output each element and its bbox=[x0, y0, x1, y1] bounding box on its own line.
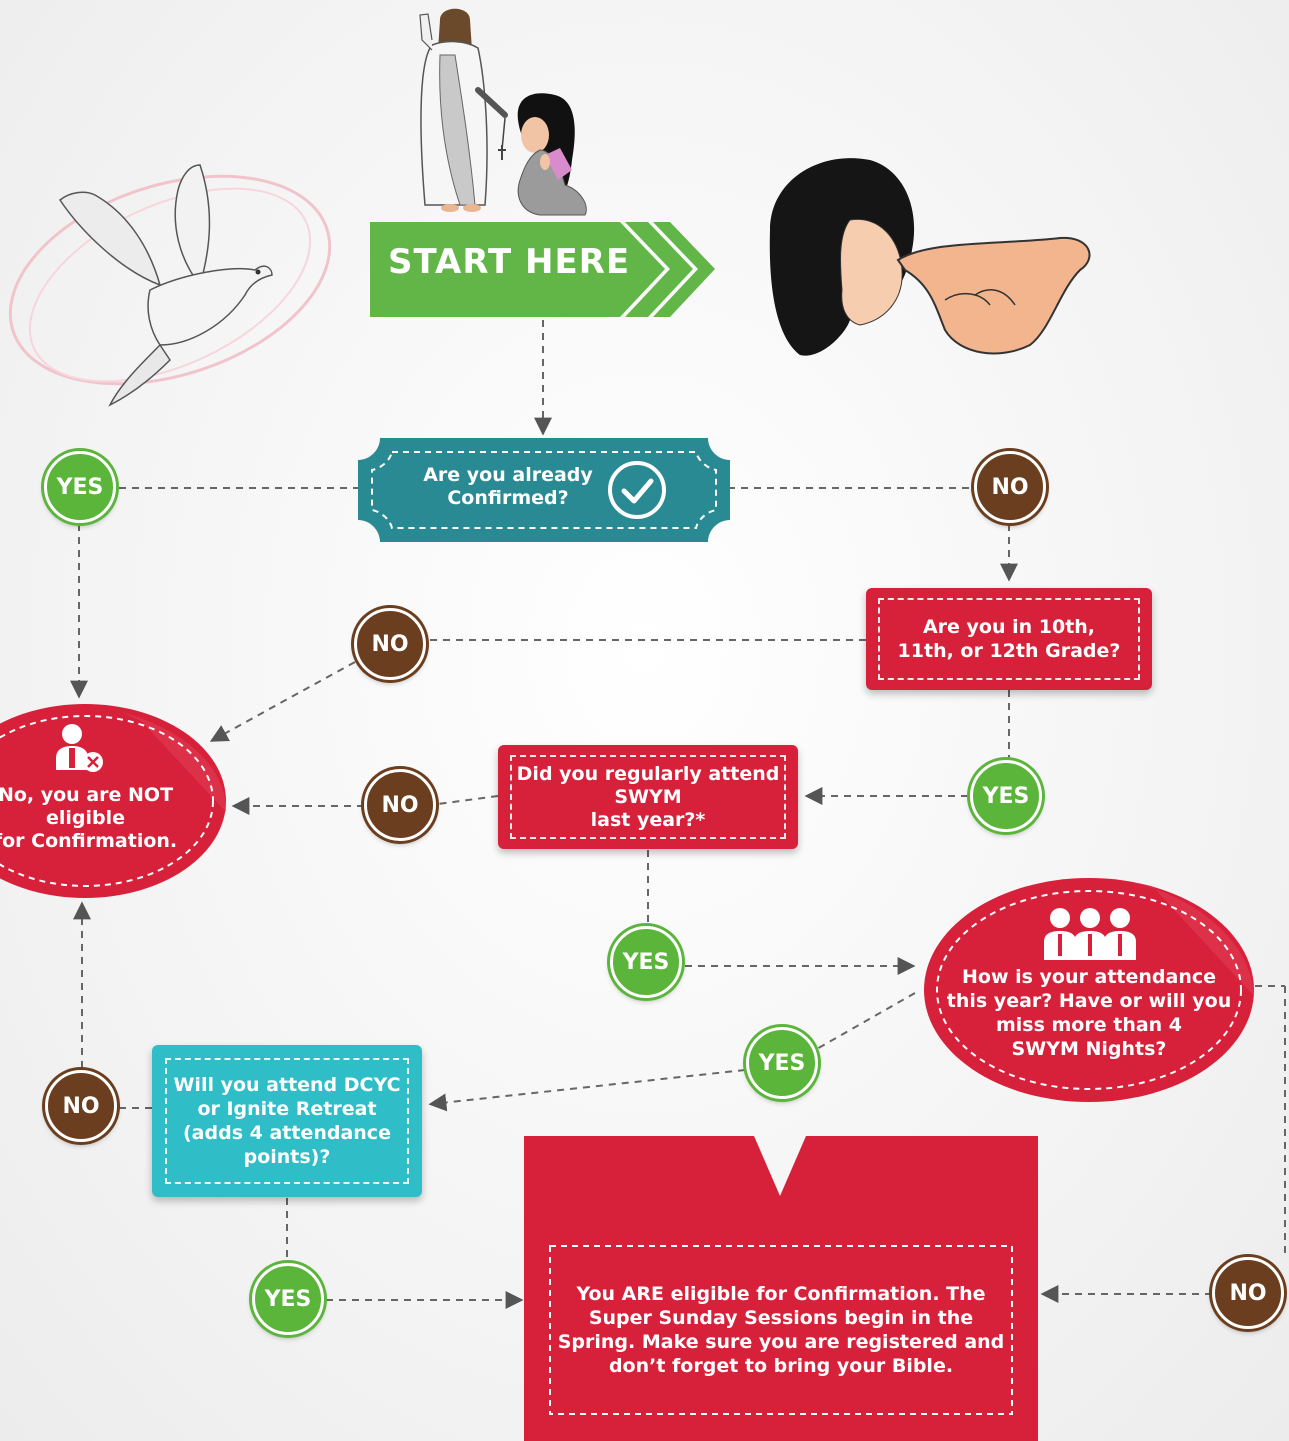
start-arrow-shape bbox=[370, 222, 715, 317]
question-swym-text: Did you regularly attend SWYM last year?… bbox=[516, 762, 780, 831]
badge-no-retreat[interactable]: NO bbox=[45, 1070, 117, 1142]
question-grade: Are you in 10th, 11th, or 12th Grade? bbox=[866, 588, 1152, 690]
badge-no-already-confirmed[interactable]: NO bbox=[974, 451, 1046, 523]
question-retreat: Will you attend DCYC or Ignite Retreat (… bbox=[152, 1045, 422, 1197]
check-circle-icon bbox=[608, 461, 666, 519]
group-icon bbox=[1044, 908, 1136, 960]
badge-yes-already-confirmed[interactable]: YES bbox=[44, 451, 116, 523]
badge-yes-attendance[interactable]: YES bbox=[746, 1027, 818, 1099]
result-eligible: You ARE eligible for Confirmation. The S… bbox=[524, 1136, 1038, 1441]
result-eligible-text: You ARE eligible for Confirmation. The S… bbox=[557, 1283, 1005, 1377]
question-attendance: How is your attendance this year? Have o… bbox=[922, 876, 1256, 1104]
badge-yes-swym[interactable]: YES bbox=[610, 926, 682, 998]
badge-yes-grade[interactable]: YES bbox=[970, 760, 1042, 832]
user-x-icon bbox=[56, 724, 103, 772]
connector-swym-to-no bbox=[437, 795, 499, 805]
connector-attendance-to-yes bbox=[814, 992, 916, 1051]
start-here-label: START HERE bbox=[388, 242, 631, 282]
start-here-arrow[interactable]: START HERE bbox=[370, 222, 715, 317]
result-not-eligible: No, you are NOT eligible for Confirmatio… bbox=[0, 702, 229, 900]
connector-yes-attendance-to-retreat bbox=[428, 1069, 746, 1112]
question-retreat-border bbox=[165, 1058, 409, 1184]
question-swym-border bbox=[510, 755, 786, 839]
badge-no-attendance[interactable]: NO bbox=[1212, 1257, 1284, 1329]
question-grade-border bbox=[878, 598, 1140, 680]
result-not-eligible-text: No, you are NOT eligible for Confirmatio… bbox=[0, 784, 178, 852]
question-already-confirmed-text: Are you already Confirmed? bbox=[423, 464, 593, 509]
badge-no-grade[interactable]: NO bbox=[354, 608, 426, 680]
connector-no-grade-to-noteligible bbox=[209, 661, 356, 742]
question-swym-last-year: Did you regularly attend SWYM last year?… bbox=[498, 745, 798, 849]
not-eligible-shape bbox=[0, 704, 227, 898]
eligible-shape bbox=[524, 1136, 1038, 1441]
question-retreat-text: Will you attend DCYC or Ignite Retreat (… bbox=[173, 1074, 401, 1168]
question-grade-text: Are you in 10th, 11th, or 12th Grade? bbox=[897, 616, 1121, 662]
question-already-confirmed: Are you already Confirmed? bbox=[358, 438, 730, 542]
question-attendance-text: How is your attendance this year? Have o… bbox=[946, 966, 1232, 1060]
badge-no-swym[interactable]: NO bbox=[364, 769, 436, 841]
attendance-shape bbox=[924, 878, 1254, 1102]
badge-yes-retreat[interactable]: YES bbox=[252, 1263, 324, 1335]
